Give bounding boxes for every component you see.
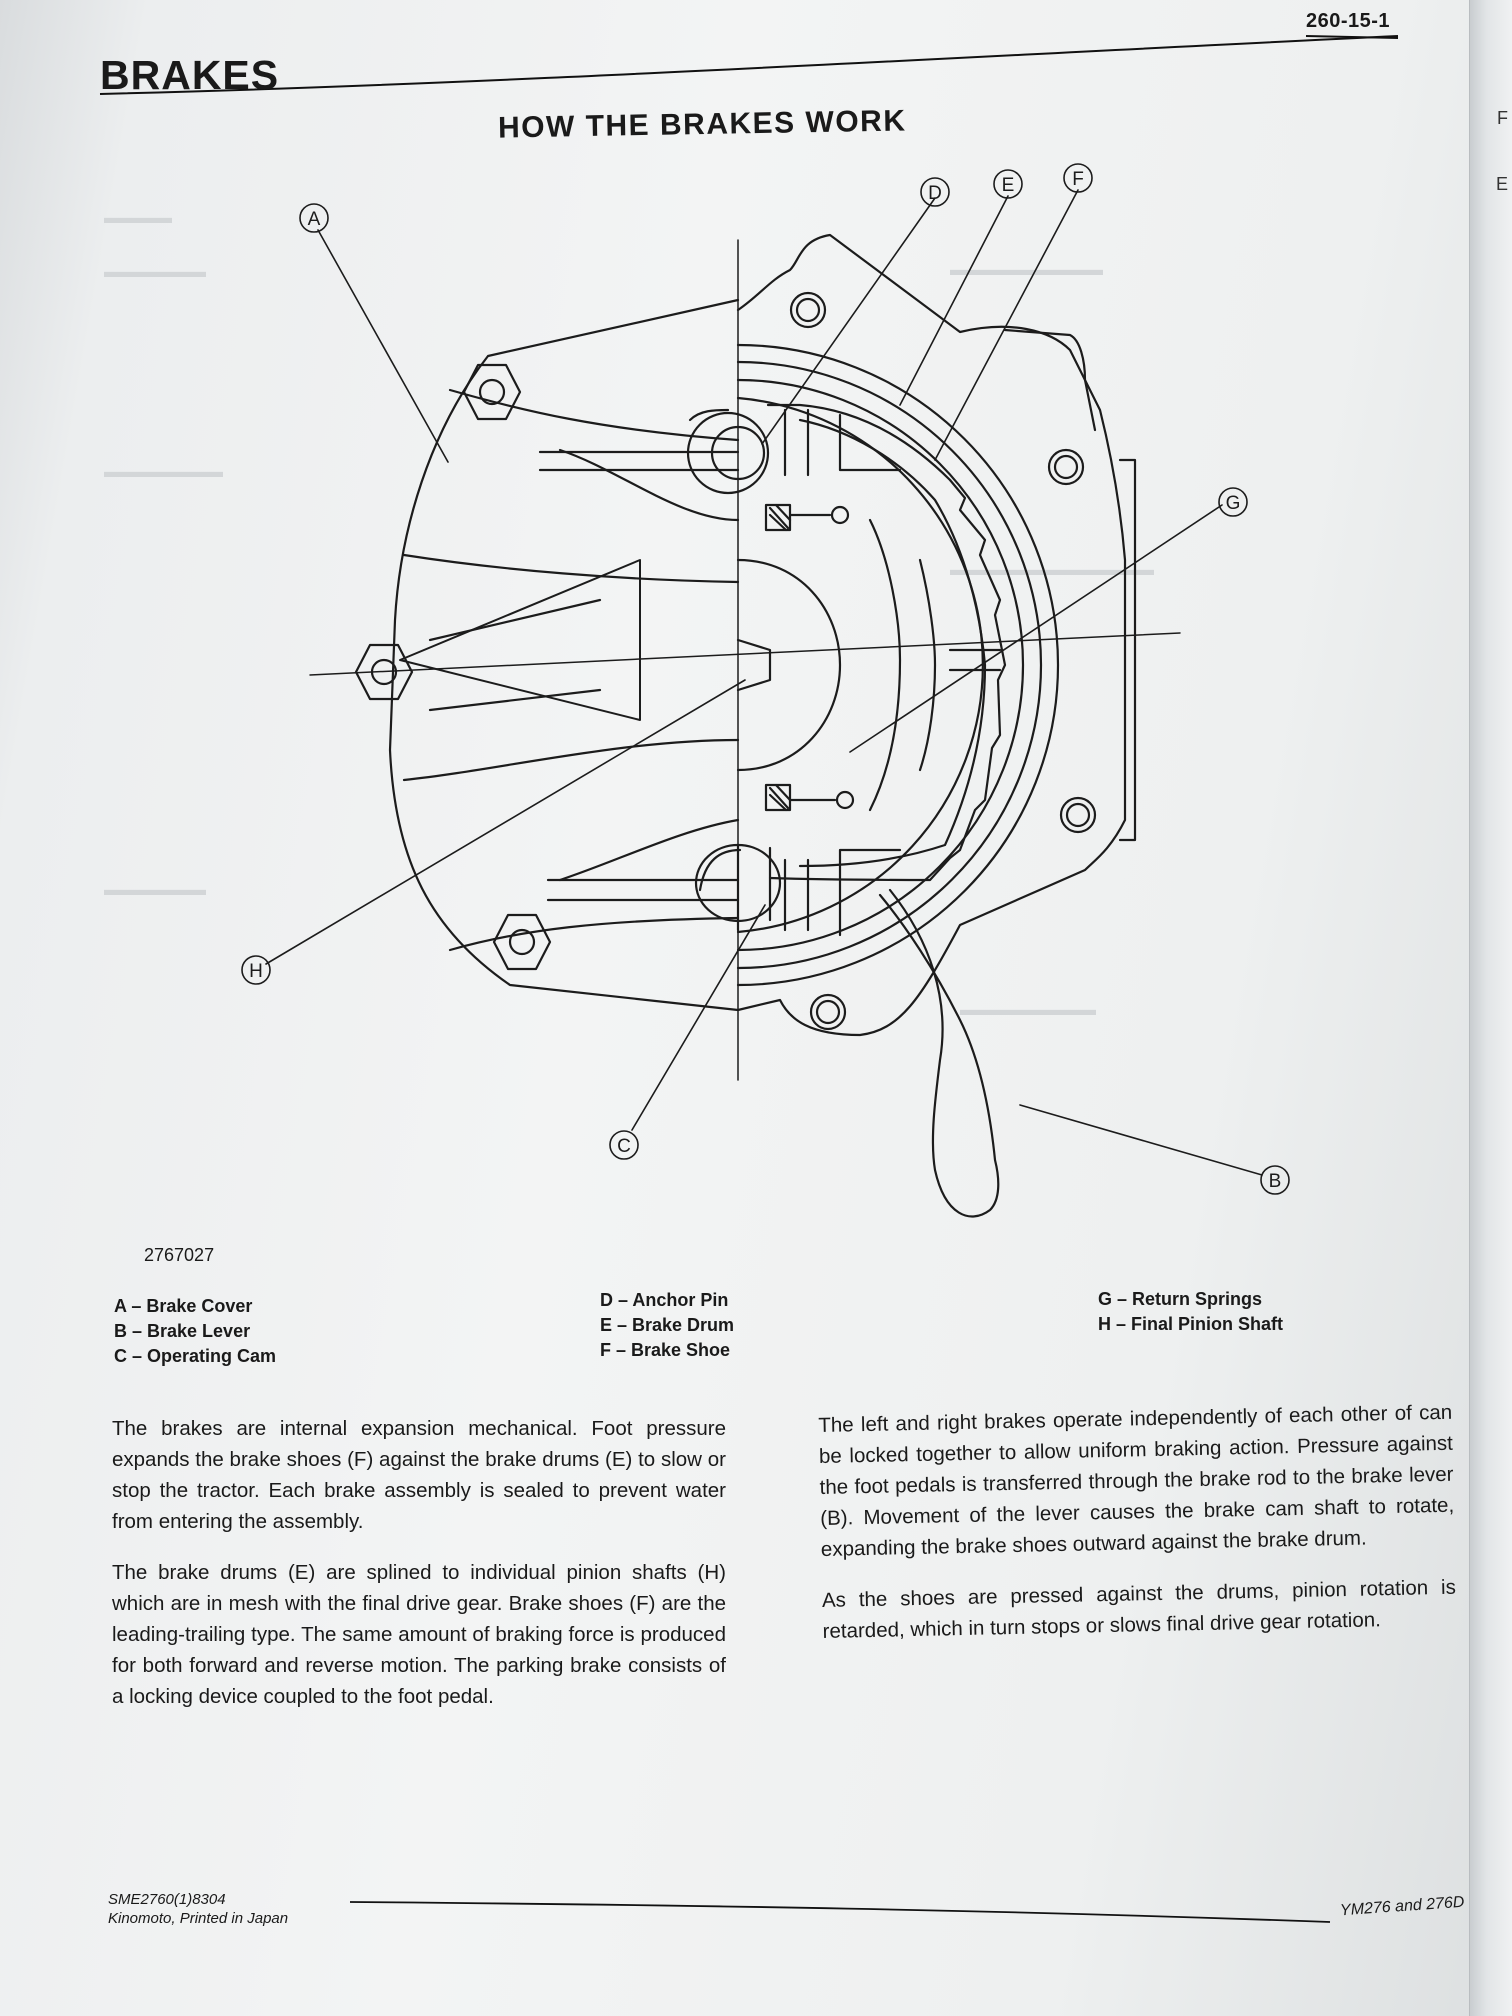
callout-b-icon [1260, 1165, 1290, 1195]
callout-c-icon [609, 1130, 639, 1160]
callout-f-icon [1063, 163, 1093, 193]
callout-g-icon [1218, 487, 1248, 517]
cover-bolt [354, 643, 414, 701]
flange-bolt-hole [789, 291, 827, 329]
return-spring [764, 503, 850, 532]
callout-label: E [1002, 175, 1015, 196]
legend-item: E – Brake Drum [600, 1315, 735, 1335]
callout-a-icon [299, 203, 329, 233]
callout-label: B [1269, 1171, 1282, 1192]
edge-glyph: E [1495, 174, 1508, 194]
printer-note: Kinomoto, Printed in Japan [108, 1910, 289, 1927]
callout-h-icon [241, 955, 271, 985]
edge-glyph: F [1497, 108, 1508, 128]
header-rule [99, 35, 1399, 95]
brake-diagram: A B C D E F G H [241, 163, 1290, 1218]
callout-label: D [928, 183, 942, 204]
legend-item: C – Operating Cam [114, 1346, 277, 1366]
figure-number: 2767027 [144, 1245, 215, 1265]
legend-item: A – Brake Cover [114, 1296, 253, 1316]
cover-bolt [492, 913, 552, 971]
callout-label: F [1072, 169, 1084, 190]
body-paragraph: The brakes are internal expansion mechan… [112, 1417, 726, 1533]
body-left-column: The brakes are internal expansion mechan… [112, 1413, 726, 1732]
legend-item: F – Brake Shoe [600, 1340, 731, 1360]
legend-column-2: D – Anchor Pin E – Brake Drum F – Brake … [600, 1288, 734, 1363]
callout-label: C [617, 1136, 631, 1157]
next-page-edge: F E [1469, 0, 1512, 2016]
legend-column-3: G – Return Springs H – Final Pinion Shaf… [1098, 1287, 1283, 1337]
legend-column-1: A – Brake Cover B – Brake Lever C – Oper… [114, 1294, 276, 1369]
body-paragraph: The brake drums (E) are splined to indiv… [112, 1561, 726, 1708]
flange-bolt-hole [1059, 796, 1097, 834]
legend-item: H – Final Pinion Shaft [1098, 1314, 1284, 1334]
document-code: SME2760(1)8304 [108, 1891, 226, 1908]
legend-item: B – Brake Lever [114, 1321, 251, 1341]
callout-d-icon [920, 177, 950, 207]
legend-item: D – Anchor Pin [600, 1290, 729, 1310]
callout-label: H [249, 961, 263, 982]
footer-code: SME2760(1)8304 Kinomoto, Printed in Japa… [108, 1890, 288, 1928]
brake-drum-outer [736, 343, 1060, 987]
flange-bolt-hole [809, 993, 847, 1031]
cover-bolt [462, 363, 522, 421]
return-spring [764, 783, 855, 812]
brake-cover-outline [388, 298, 740, 1012]
anchor-pin [686, 411, 770, 495]
callout-label: G [1226, 493, 1241, 514]
page-number: 260-15-1 [1306, 10, 1391, 32]
flange-bolt-hole [1047, 448, 1085, 486]
legend-item: G – Return Springs [1098, 1289, 1263, 1309]
brake-shoe [766, 403, 1007, 882]
callout-e-icon [993, 169, 1023, 199]
brake-lever [878, 888, 1000, 1218]
callout-label: A [308, 209, 321, 230]
section-title: BRAKES [100, 52, 280, 98]
